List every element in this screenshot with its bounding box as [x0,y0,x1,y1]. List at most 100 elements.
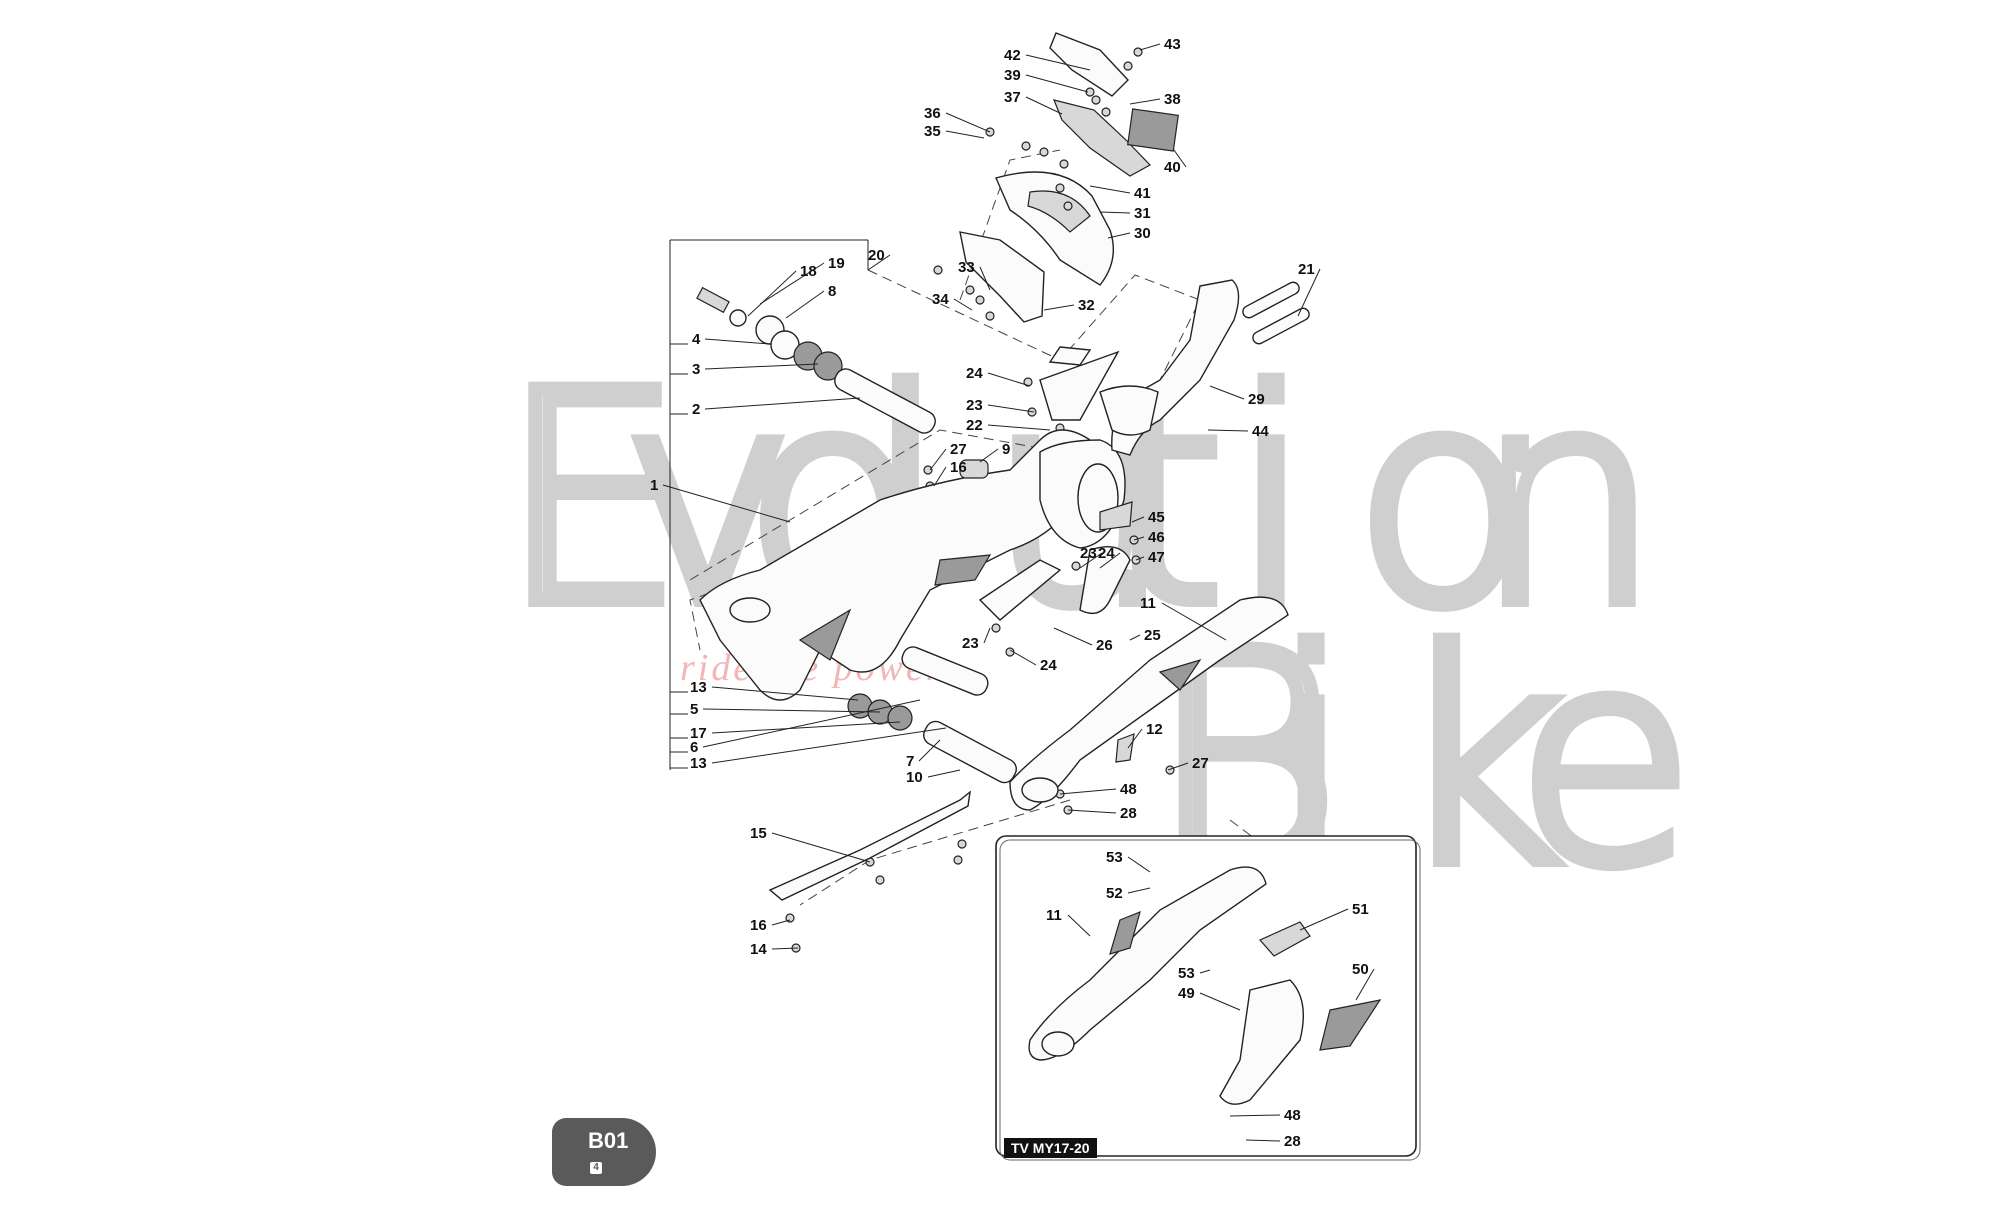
screw [875,875,885,885]
callout-c28b: 28 [1284,1133,1301,1150]
leader-c38 [1129,98,1161,105]
callout-c47: 47 [1148,549,1165,566]
callout-c3: 3 [692,361,700,378]
leader-c1 [662,484,791,523]
part-12-clip [1115,733,1135,763]
part-18-washer [729,309,747,327]
leader-c25 [1129,634,1141,641]
screw [965,285,975,295]
inset-part-51-cover [1259,921,1311,957]
callout-c8: 8 [828,283,836,300]
callout-c49: 49 [1178,985,1195,1002]
screw [933,265,943,275]
callout-c52: 52 [1106,885,1123,902]
inset-part-11-eye [1041,1031,1075,1057]
leader-c12 [1127,728,1143,749]
leader-c41 [1089,185,1131,194]
leader-c13b [711,727,947,764]
callout-c23c: 23 [962,635,979,652]
part-3-bearing-b [813,351,843,381]
watermark-letter: e [1516,592,1694,929]
callout-c14: 14 [750,941,767,958]
subframe-bracket [1039,279,1310,456]
callout-c23b: 23 [1080,545,1097,562]
callout-c27a: 27 [950,441,967,458]
callout-c26: 26 [1096,637,1113,654]
screw [985,311,995,321]
callout-c24b: 24 [1098,545,1115,562]
callout-c37: 37 [1004,89,1021,106]
leader-c9 [979,448,999,463]
leader-c48b [1229,1114,1281,1117]
leader-c23c [983,627,991,644]
part-11-cutout [1158,658,1202,691]
callout-c21: 21 [1298,261,1315,278]
leader-c37 [1025,96,1063,115]
watermark-letter: o [1354,332,1531,669]
callout-c36: 36 [924,105,941,122]
callout-c40: 40 [1164,159,1181,176]
part-32-bracket [959,231,1045,323]
leader-c45 [1131,516,1145,523]
part-9-bushing [959,459,989,479]
section-badge: B01 4 [552,1118,656,1186]
callout-leaders [662,43,1375,1142]
leader-c11b [1067,914,1091,937]
part-37-bracket [1053,99,1151,177]
callout-c33: 33 [958,259,975,276]
leader-c50 [1355,968,1375,1001]
leader-c24a [987,372,1031,387]
leader-c39 [1025,74,1089,93]
callout-c42: 42 [1004,47,1021,64]
part-6-axle [901,646,989,696]
part-11-eye [1021,777,1059,803]
leader-c5 [702,708,881,713]
part-31-cover [1027,190,1091,233]
screw [1165,765,1175,775]
part-1-pivot-eye [729,597,771,623]
part-30-hugger [995,171,1114,286]
screw [1063,201,1073,211]
part-25-guide [978,559,1062,621]
callout-c32: 32 [1078,297,1095,314]
screw [923,465,933,475]
part-19-bolt [696,286,730,314]
callout-c30: 30 [1134,225,1151,242]
callout-c18: 18 [800,263,817,280]
leader-c16b [771,919,791,926]
part-2-shaft [834,368,936,434]
screw [953,855,963,865]
inset-panel [995,835,1421,1161]
callout-c25: 25 [1144,627,1161,644]
inset-model-tag: TV MY17-20 [1004,1138,1097,1158]
callout-c24c: 24 [1040,657,1057,674]
leader-c27a [929,448,947,471]
callout-c11b: 11 [1046,907,1062,924]
callout-c53b: 53 [1178,965,1195,982]
callout-c4: 4 [692,331,701,348]
callout-c43: 43 [1164,36,1181,53]
leader-c7 [918,739,941,762]
leader-c44 [1207,429,1249,432]
screw [1021,141,1031,151]
callout-c39: 39 [1004,67,1021,84]
lower-strap [768,790,971,901]
part-7-axle [923,720,1017,784]
callout-c20: 20 [868,247,885,264]
part-1-cutout-rear [798,608,852,661]
leader-c47 [1135,556,1145,561]
leader-c28a [1067,809,1117,814]
callout-c15: 15 [750,825,767,842]
leader-c24c [1009,649,1037,666]
callout-c28a: 28 [1120,805,1137,822]
leader-c34 [953,298,973,311]
part-1-cutout [934,554,992,586]
leader-c23b [1079,552,1103,569]
leader-c43 [1139,43,1161,51]
screw [1133,47,1143,57]
inset-part-11-cutout [1109,910,1141,955]
callout-c50: 50 [1352,961,1369,978]
callout-c23a: 23 [966,397,983,414]
